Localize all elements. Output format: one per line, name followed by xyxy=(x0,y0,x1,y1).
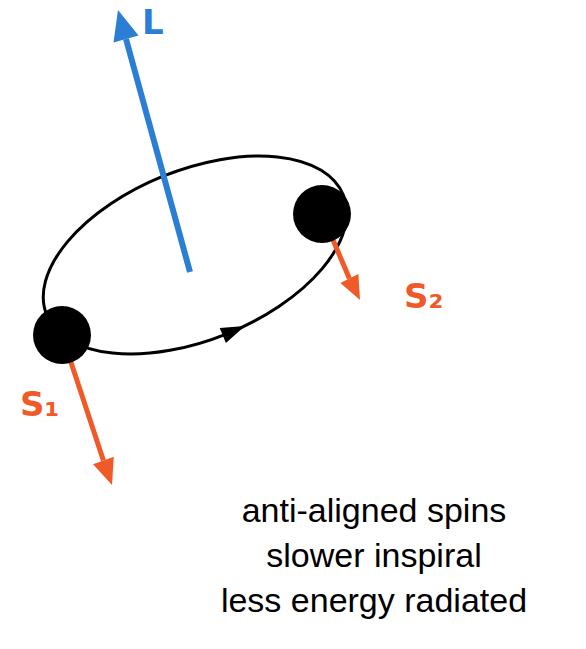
angular-momentum-arrow xyxy=(126,39,190,272)
black-hole xyxy=(293,185,351,243)
black-hole xyxy=(33,306,91,364)
vector-label: S₂ xyxy=(404,276,443,317)
vector-label: L xyxy=(142,2,164,43)
vector-label: S₁ xyxy=(20,384,59,425)
angular-momentum-arrowhead xyxy=(114,10,139,42)
caption-line: anti-aligned spins xyxy=(242,490,507,531)
caption-line: slower inspiral xyxy=(266,535,481,576)
orbit-ellipse xyxy=(15,116,375,393)
orbit-direction-arrow xyxy=(220,326,245,343)
spin-arrowhead xyxy=(340,274,360,300)
caption-line: less energy radiated xyxy=(221,580,527,621)
spin-arrowhead xyxy=(93,457,114,485)
